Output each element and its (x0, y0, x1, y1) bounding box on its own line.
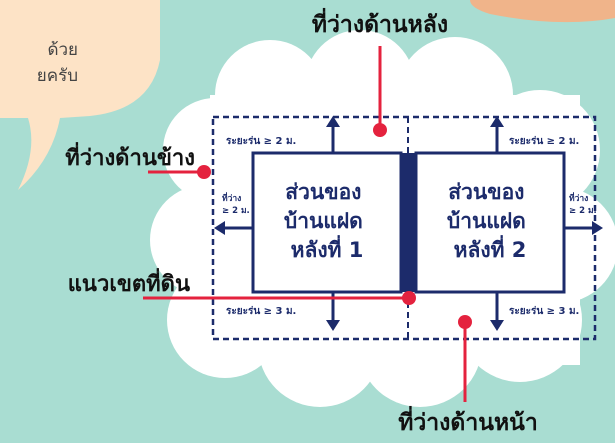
distance-bottom-left: ระยะร่น ≥ 3 ม. (226, 305, 296, 317)
house-1-line-2: บ้านแฝด (284, 209, 363, 233)
house-2-line-3: หลังที่ 2 (454, 234, 527, 262)
distance-bottom-right: ระยะร่น ≥ 3 ม. (509, 305, 579, 317)
setback-arrows (214, 116, 603, 331)
callout-boundary: แนวเขตที่ดิน (68, 267, 190, 297)
house-2-line-1: ส่วนของ (448, 180, 524, 204)
house-1-box (251, 151, 403, 294)
speech-bubble-text: ด้วย ยครับ (0, 37, 78, 89)
party-wall (401, 153, 416, 292)
house-1-line-1: ส่วนของ (285, 180, 361, 204)
callout-rear: ที่ว่างด้านหลัง (312, 7, 448, 38)
house-2-line-2: บ้านแฝด (447, 209, 526, 233)
distance-side-left-line-2: ≥ 2 ม. (222, 206, 250, 216)
speech-bubble (0, 0, 160, 190)
house-2-box (414, 151, 566, 294)
distance-side-right: ที่ว่าง ≥ 2 ม. (569, 191, 597, 216)
speech-bubble-line-2: ยครับ (36, 66, 78, 86)
distance-side-right-line-2: ≥ 2 ม. (569, 206, 597, 216)
callout-leaders (143, 46, 472, 402)
speech-bubble-line-1: ด้วย (47, 40, 78, 60)
top-right-blob (470, 0, 615, 23)
distance-side-right-line-1: ที่ว่าง (569, 191, 588, 204)
distance-side-left: ที่ว่าง ≥ 2 ม. (222, 191, 250, 216)
house-2-label: ส่วนของ บ้านแฝด หลังที่ 2 (447, 180, 533, 262)
house-1-label: ส่วนของ บ้านแฝด หลังที่ 1 (284, 180, 370, 262)
house-1-line-3: หลังที่ 1 (291, 234, 364, 262)
distance-top-right: ระยะร่น ≥ 2 ม. (509, 135, 579, 147)
distance-side-left-line-1: ที่ว่าง (222, 191, 241, 204)
callout-front: ที่ว่างด้านหน้า (398, 405, 538, 436)
callout-side: ที่ว่างด้านข้าง (65, 141, 195, 171)
distance-top-left: ระยะร่น ≥ 2 ม. (226, 135, 296, 147)
